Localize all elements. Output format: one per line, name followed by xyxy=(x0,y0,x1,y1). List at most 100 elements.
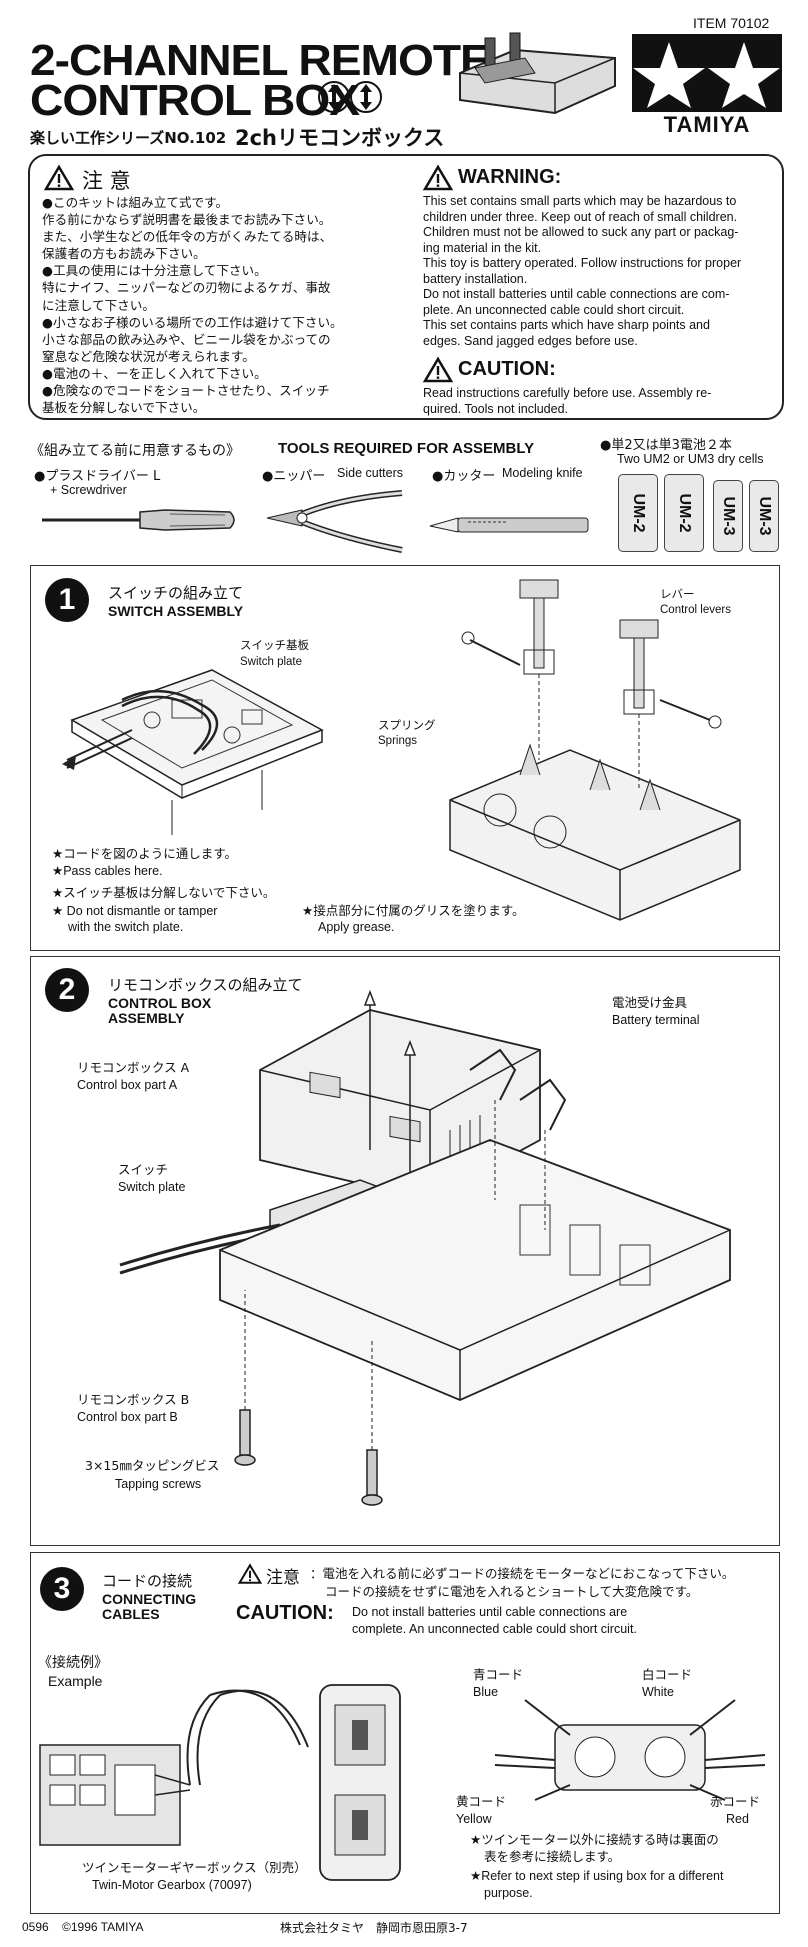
screws-label-jp: 3×15㎜タッピングビス xyxy=(85,1458,220,1473)
step1-number: 1 xyxy=(45,578,89,622)
notice-jp-line: 保護者の方もお読み下さい。 xyxy=(42,246,206,262)
battery-label: UM-2 xyxy=(630,493,647,533)
switch-plate-label-jp: スイッチ基板 xyxy=(240,638,309,652)
step3-number: 3 xyxy=(40,1567,84,1611)
part-b-label-jp: リモコンボックス B xyxy=(77,1392,190,1407)
tamiya-stars-icon xyxy=(633,42,780,108)
red-cable-label-en: Red xyxy=(726,1812,749,1826)
part-b-label-en: Control box part B xyxy=(77,1410,178,1424)
side-cutters-icon xyxy=(266,490,403,553)
step2-number: 2 xyxy=(45,968,89,1012)
warning-line: This set contains small parts which may … xyxy=(423,194,737,208)
side-cutters-label-jp: ●ニッパー xyxy=(262,469,326,484)
step3-caution-jp-2: コードの接続をせずに電池を入れるとショートして大変危険です。 xyxy=(325,1584,699,1599)
springs-label-en: Springs xyxy=(378,735,417,747)
caution-lines: Read instructions carefully before use. … xyxy=(423,386,773,417)
step3-note2-en-1: ★Refer to next step if using box for a d… xyxy=(470,1869,724,1883)
warning-line: ing material in the kit. xyxy=(423,240,542,255)
notice-box xyxy=(28,154,784,420)
red-cable-label-jp: 赤コード xyxy=(710,1794,761,1809)
step1-note3-jp: ★接点部分に付属のグリスを塗ります。 xyxy=(302,903,525,918)
warning-triangle-icon xyxy=(43,164,75,191)
tools-heading-en: TOOLS REQUIRED FOR ASSEMBLY xyxy=(278,440,535,457)
warning-line: Children must not be allowed to suck any… xyxy=(423,225,739,239)
warning-line: This toy is battery operated. Follow ins… xyxy=(423,256,742,270)
warning-title: WARNING: xyxy=(458,166,562,188)
notice-jp-line: に注意して下さい。 xyxy=(42,297,155,313)
notice-jp-line: また、小学生などの低年令の方がくみたてる時は、 xyxy=(42,229,333,245)
screwdriver-label-en: + Screwdriver xyxy=(50,483,127,497)
step1-title-jp: スイッチの組み立て xyxy=(108,584,244,602)
example-label-jp: 《接続例》 xyxy=(38,1655,108,1671)
screws-label-en: Tapping screws xyxy=(115,1477,202,1491)
switch-label-en: Switch plate xyxy=(118,1180,186,1194)
notice-jp-line: 基板を分解しないで下さい。 xyxy=(42,400,206,416)
notice-jp-line: ●このキットは組み立て式です。 xyxy=(42,195,229,210)
part-a-label-jp: リモコンボックス A xyxy=(77,1060,190,1075)
item-number: ITEM 70102 xyxy=(693,15,770,31)
side-cutters-label-en: Side cutters xyxy=(337,466,404,480)
step2-section xyxy=(30,956,780,1546)
battery-terminal-label-en: Battery terminal xyxy=(612,1013,700,1027)
modeling-knife-icon xyxy=(429,517,589,533)
white-cable-label-jp: 白コード xyxy=(642,1667,693,1682)
notice-jp-line: ●小さなお子様のいる場所での工作は避けて下さい。 xyxy=(42,314,343,330)
screwdriver-icon xyxy=(42,509,235,531)
notice-jp-line: 窒息など危険な状況が考えられます。 xyxy=(42,348,255,364)
step1-section xyxy=(30,565,780,951)
switch-label-jp: スイッチ xyxy=(118,1162,169,1177)
warning-line: This set contains parts which have sharp… xyxy=(423,318,710,332)
step1-note2-en-1: ★ Do not dismantle or tamper xyxy=(52,904,218,918)
example-label-en: Example xyxy=(48,1673,103,1689)
battery-terminal-label-jp: 電池受け金具 xyxy=(612,995,688,1010)
warning-line: children under three. Keep out of reach … xyxy=(423,209,738,224)
warning-lines: This set contains small parts which may … xyxy=(423,194,773,349)
control-levers-label-en: Control levers xyxy=(660,604,731,616)
jp-subtitle-big: 2chリモコンボックス xyxy=(235,126,445,150)
screwdriver-label-jp: ●プラスドライバー L xyxy=(34,469,161,484)
wiring-detail-diagram xyxy=(494,1699,766,1801)
control-levers-label-jp: レバー xyxy=(660,587,695,601)
warning-line: plete. An unconnected cable could short … xyxy=(423,302,685,317)
lever-arrows-icon xyxy=(318,81,382,113)
step1-note2-jp: ★スイッチ基板は分解しないで下さい。 xyxy=(52,885,276,900)
footer-copyright: ©1996 TAMIYA xyxy=(62,1920,144,1934)
warning-line: edges. Sand jagged edges before use. xyxy=(423,333,638,348)
notice-jp-line: 小さな部品の飲み込みや、ビニール袋をかぶっての xyxy=(42,331,331,347)
footer-company: 株式会社タミヤ 静岡市恩田原3-7 xyxy=(280,1921,468,1935)
notice-jp-title: 注 意 xyxy=(82,169,131,193)
step3-note1-jp-2: 表を参考に接続します。 xyxy=(484,1849,621,1864)
step2-title-en-2: ASSEMBLY xyxy=(108,1010,185,1026)
title-line1: 2-CHANNEL REMOTE xyxy=(30,36,491,85)
yellow-cable-label-en: Yellow xyxy=(456,1812,492,1826)
notice-jp-line: ●電池の＋、ーを正しく入れて下さい。 xyxy=(42,365,267,381)
yellow-cable-label-jp: 黄コード xyxy=(456,1794,507,1809)
tamiya-brand: TAMIYA xyxy=(663,112,751,137)
switch-assembly-diagram xyxy=(449,579,741,921)
step3-caution-en-title: CAUTION: xyxy=(236,1602,334,1624)
warning-line: battery installation. xyxy=(423,271,528,286)
step3-caution-jp-1: ：電池を入れる前に必ずコードの接続をモーターなどにおこなって下さい。 xyxy=(310,1566,735,1581)
battery-label: UM-3 xyxy=(720,496,737,536)
switch-plate-label-en: Switch plate xyxy=(240,656,303,668)
caution-title: CAUTION: xyxy=(458,358,556,380)
connection-example-diagram xyxy=(39,1684,401,1881)
springs-label-jp: スプリング xyxy=(378,718,436,732)
step3-caution-jp-title: 注意 xyxy=(266,1568,300,1588)
blue-cable-label-en: Blue xyxy=(473,1685,499,1699)
step1-note1-en: ★Pass cables here. xyxy=(52,864,163,878)
product-illustration xyxy=(459,32,616,115)
step1-note1-jp: ★コードを図のように通します。 xyxy=(52,846,237,861)
step1-note3-en: Apply grease. xyxy=(318,920,395,934)
batteries-label-jp: ●単2又は単3電池２本 xyxy=(600,438,732,453)
caution-triangle-icon xyxy=(422,356,454,383)
battery-um2: UM-2 xyxy=(618,474,658,552)
battery-um2: UM-2 xyxy=(664,474,704,552)
caution-line: quired. Tools not included. xyxy=(423,401,569,416)
white-cable-label-en: White xyxy=(642,1685,674,1699)
notice-jp-line: ●工具の使用には十分注意して下さい。 xyxy=(42,263,267,279)
notice-jp-line: 作る前にかならず説明書を最後までお読み下さい。 xyxy=(42,212,332,228)
step3-note2-en-2: purpose. xyxy=(484,1886,533,1900)
part-a-label-en: Control box part A xyxy=(77,1078,178,1092)
battery-um3: UM-3 xyxy=(749,480,779,552)
